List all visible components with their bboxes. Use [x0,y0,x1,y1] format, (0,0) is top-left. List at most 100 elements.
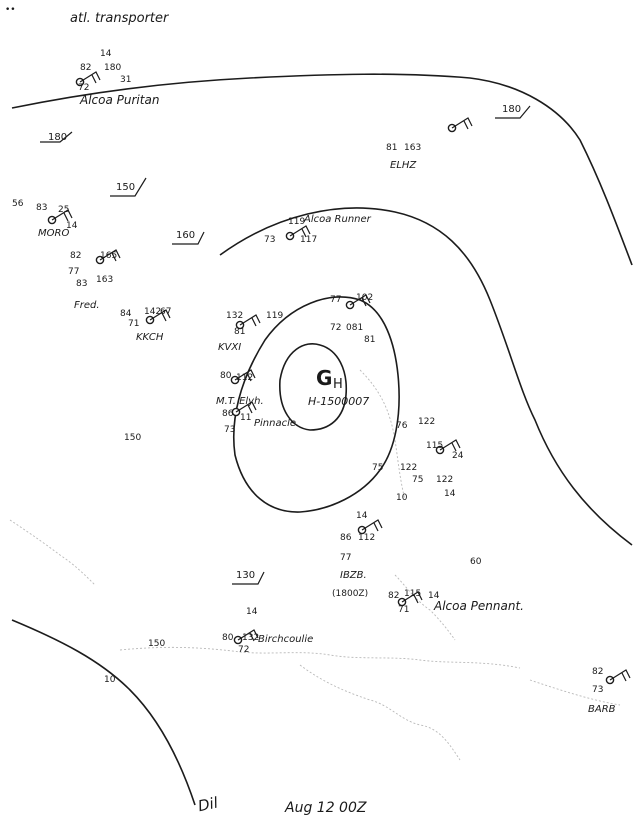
wind-barb [235,401,257,414]
station-name: ELHZ [390,160,417,171]
station-value: 119 [288,217,305,227]
station-value: 31 [120,75,131,85]
storm-pressure: H-1500007 [308,395,369,408]
station-value: 56 [12,199,24,209]
isobar-outer-north [11,73,633,266]
station-name: M.T. Elyh. [216,396,264,407]
corner-fragment: •• [5,5,16,15]
storm-label: H [333,377,343,392]
isobar-ring-outer [232,296,400,513]
grid-label: 150 [124,433,141,443]
grid-label: 60 [470,557,482,567]
isobar-ring-inner [279,343,348,431]
station-name: BARB [588,704,616,715]
station-value: 73 [224,425,235,435]
station-value: 81 [364,335,375,345]
grid-label: 180 [502,104,521,115]
station-value: 119 [266,311,283,321]
station-value: 142 [144,307,161,317]
isobar-east [219,207,633,546]
station-value: 73 [592,685,603,695]
station-value: 77 [330,295,341,305]
station-value: 24 [452,451,464,461]
station-value: 14 [246,607,258,617]
wind-barb [401,591,423,604]
station-value: 081 [346,323,363,333]
wind-barb [439,439,461,452]
wind-barb [609,669,631,682]
station-value: 73 [264,235,275,245]
corner-mark: Dil [196,793,220,815]
station-plot: 119 73 117 Alcoa Runner [264,214,372,245]
grid-marker [172,231,205,245]
wind-barb [149,309,171,322]
wind-barb [237,629,259,642]
station-value: 115 [404,589,421,599]
station-value: 122 [400,463,417,473]
header-note: atl. transporter [70,11,170,26]
wind-barb [349,294,371,307]
grid-labels: 180 180 150 160 130 150 150 10 60 [48,104,521,685]
station-value: 11 [240,413,251,423]
isobar-southwest [11,619,196,806]
station-name: KVXI [218,342,241,353]
wind-barb [239,314,261,327]
station-value: 83 [76,279,87,289]
station-value: 86 [222,409,234,419]
wind-barb [361,519,383,532]
station-value: 163 [96,275,113,285]
station-name: KKCH [136,332,164,343]
station-value: 81 [234,327,245,337]
station-value: 165 [100,251,117,261]
station-name: Birchcoulie [258,634,313,645]
station-value: 14 [66,221,78,231]
station-value: 132 [242,633,259,643]
station-value: 82 [592,667,603,677]
grid-label: 150 [148,639,165,649]
grid-marker [232,571,265,585]
wind-barb [289,225,311,238]
date-label: Aug 12 00Z [284,800,367,816]
wind-barb [79,71,101,84]
station-value: 14 [356,511,368,521]
grid-label: 150 [116,182,135,193]
station-value: 122 [418,417,435,427]
station-value: 122 [436,475,453,485]
station-value: 14 [444,489,456,499]
station-value: 84 [120,309,132,319]
station-name: Alcoa Pennant. [433,599,524,613]
storm-center: G H H-1500007 [308,366,369,408]
station-value: 132 [226,311,243,321]
station-name: Pinnacle. [254,418,299,429]
station-value: 67 [160,307,171,317]
station-value: 71 [398,605,409,615]
station-value: 117 [300,235,317,245]
station-value: 180 [104,63,121,73]
grid-marker [40,131,73,143]
station-name: MORO [38,228,69,239]
station-value: 112 [358,533,375,543]
station-value: 115 [426,441,443,451]
grid-label: 10 [104,675,116,685]
station-value: (1800Z) [332,589,368,599]
station-value: 82 [70,251,81,261]
station-name: Fred. [74,300,100,311]
wind-barb [451,117,473,130]
station-name: Alcoa Runner [303,214,372,225]
station-value: 75 [412,475,423,485]
wind-barb [51,209,73,222]
station-value: 81 [386,143,397,153]
